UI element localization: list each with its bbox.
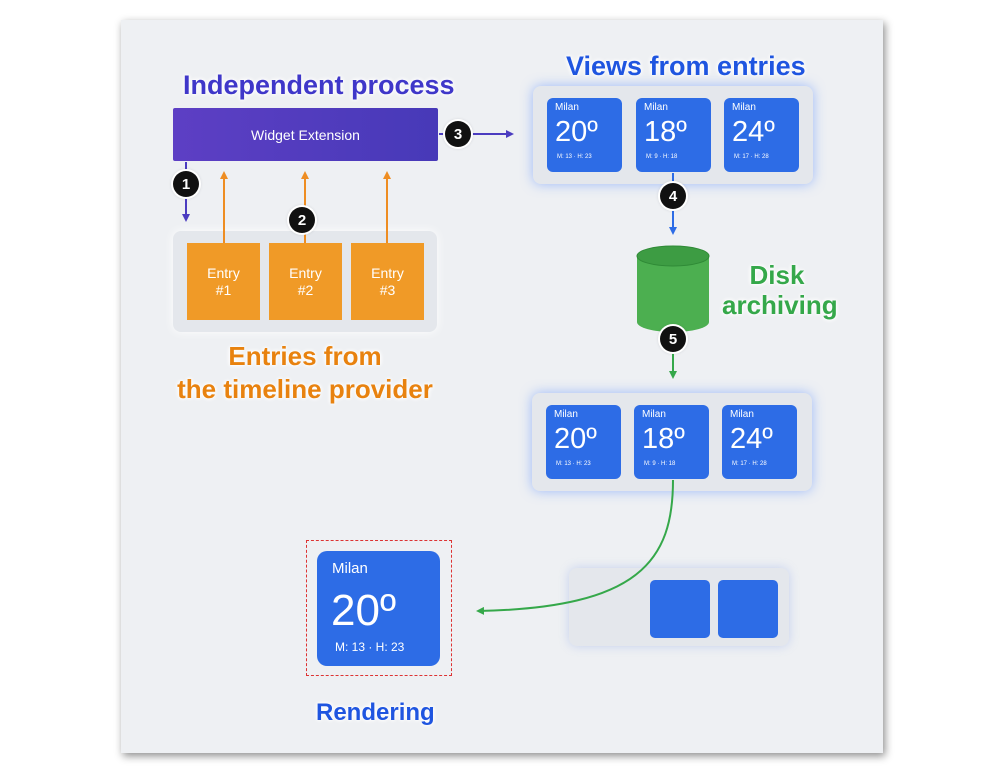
- weather-widget: Milan 20º M: 13 · H: 23: [547, 98, 622, 172]
- step-badge-4: 4: [660, 183, 686, 209]
- weather-widget: Milan 24º M: 17 · H: 28: [724, 98, 799, 172]
- widget-range: M: 13 · H: 23: [557, 154, 592, 160]
- disk-title-line1: Disk: [749, 260, 805, 290]
- entry-number: #3: [379, 281, 396, 298]
- entry-number: #2: [297, 281, 314, 298]
- widget-temperature: 20º: [555, 116, 598, 148]
- widget-temperature: 20º: [554, 423, 597, 455]
- widget-city: Milan: [644, 102, 668, 113]
- entry-label: Entry: [289, 264, 322, 281]
- widget-city: Milan: [554, 409, 578, 420]
- widget-range: M: 17 · H: 28: [732, 461, 767, 467]
- widget-city: Milan: [730, 409, 754, 420]
- step-badge-5: 5: [660, 326, 686, 352]
- archived-weather-widget: Milan 18º M: 9 · H: 18: [634, 405, 709, 479]
- rendering-selection-frame: [306, 540, 452, 676]
- views-from-entries-title: Views from entries: [566, 51, 806, 81]
- archived-weather-widget: Milan 20º M: 13 · H: 23: [546, 405, 621, 479]
- widget-range: M: 13 · H: 23: [335, 640, 405, 654]
- independent-process-title: Independent process: [183, 70, 455, 100]
- arrow-to-rendering: [476, 479, 674, 615]
- widget-range: M: 13 · H: 23: [556, 461, 591, 467]
- entries-from-provider-title: Entries from the timeline provider: [175, 340, 435, 406]
- entry-card: Entry #1: [187, 243, 260, 320]
- rendered-weather-widget: Milan 20º M: 13 · H: 23: [317, 551, 440, 666]
- widget-city: Milan: [642, 409, 666, 420]
- archived-weather-widget: Milan 24º M: 17 · H: 28: [722, 405, 797, 479]
- remaining-widget-placeholder: [650, 580, 710, 638]
- widget-city: Milan: [332, 560, 368, 577]
- widget-range: M: 17 · H: 28: [734, 154, 769, 160]
- disk-database-icon: [636, 245, 710, 332]
- widget-range: M: 9 · H: 18: [646, 154, 678, 160]
- entry-label: Entry: [207, 264, 240, 281]
- widget-city: Milan: [555, 102, 579, 113]
- widget-range: M: 9 · H: 18: [644, 461, 676, 467]
- step-badge-2: 2: [289, 207, 315, 233]
- widget-extension-box: Widget Extension: [173, 108, 438, 161]
- step-badge-1: 1: [173, 171, 199, 197]
- entry-number: #1: [215, 281, 232, 298]
- widget-temperature: 18º: [642, 423, 685, 455]
- widget-temperature: 24º: [732, 116, 775, 148]
- widget-temperature: 20º: [331, 586, 397, 635]
- widget-temperature: 18º: [644, 116, 687, 148]
- disk-title-line2: archiving: [722, 290, 838, 320]
- entry-card: Entry #2: [269, 243, 342, 320]
- entry-label: Entry: [371, 264, 404, 281]
- widget-city: Milan: [732, 102, 756, 113]
- remaining-widget-placeholder: [718, 580, 778, 638]
- entry-card: Entry #3: [351, 243, 424, 320]
- entries-title-line1: Entries from: [228, 341, 382, 371]
- widget-temperature: 24º: [730, 423, 773, 455]
- weather-widget: Milan 18º M: 9 · H: 18: [636, 98, 711, 172]
- disk-archiving-title: Disk archiving: [722, 260, 838, 320]
- step-badge-3: 3: [445, 121, 471, 147]
- rendering-title: Rendering: [316, 699, 435, 726]
- entries-title-line2: the timeline provider: [177, 374, 433, 404]
